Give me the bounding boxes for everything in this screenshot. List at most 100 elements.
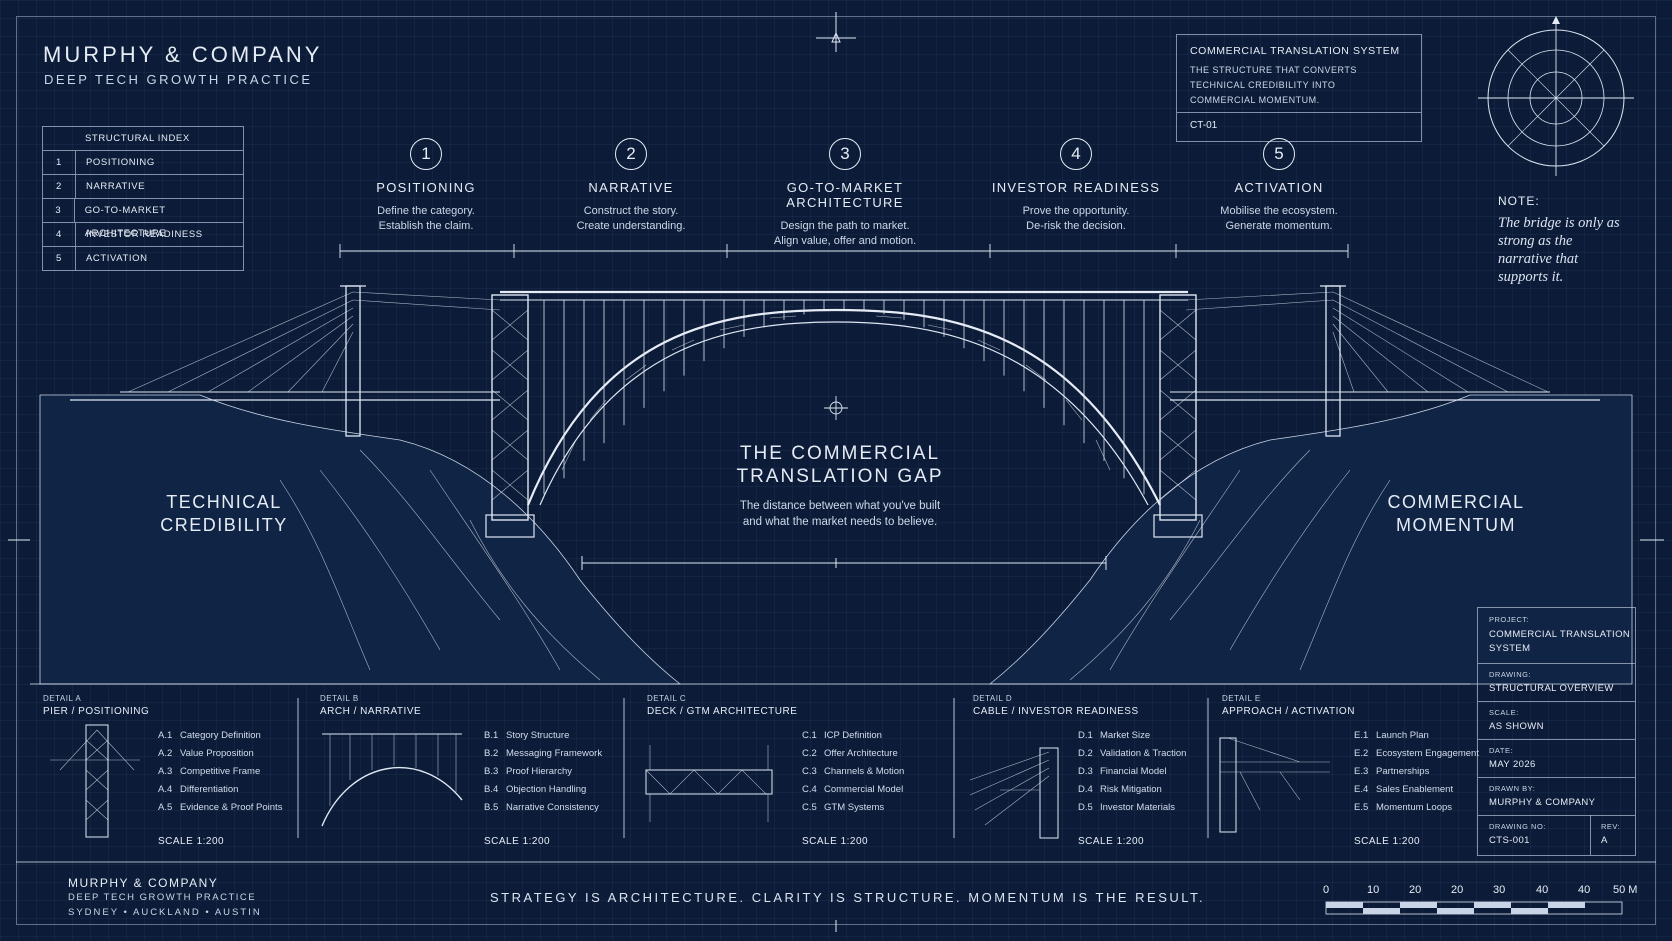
detail-item-text: Momentum Loops bbox=[1376, 802, 1453, 813]
detail-scale: SCALE 1:200 bbox=[158, 836, 225, 847]
detail-item-text: Evidence & Proof Points bbox=[180, 802, 283, 813]
project-label: PROJECT: bbox=[1489, 615, 1530, 624]
system-description: THE STRUCTURE THAT CONVERTS TECHNICAL CR… bbox=[1190, 63, 1357, 108]
deck-dimension-line bbox=[339, 244, 1349, 258]
detail-item-code: C.3 bbox=[802, 766, 817, 777]
detail-item-code: D.5 bbox=[1078, 802, 1093, 813]
detail-item-text: Validation & Traction bbox=[1100, 748, 1187, 759]
system-code: CT-01 bbox=[1190, 120, 1218, 131]
drawing-no-label: DRAWING NO: bbox=[1489, 822, 1546, 831]
right-main-pier bbox=[1153, 294, 1203, 538]
detail-item-code: A.3 bbox=[158, 766, 173, 777]
detail-c-deck-sketch bbox=[645, 745, 773, 822]
stage-line-2: Create understanding. bbox=[576, 220, 686, 232]
left-bank-line-2: CREDIBILITY bbox=[160, 515, 288, 535]
right-bank-label: COMMERCIAL MOMENTUM bbox=[1376, 491, 1536, 537]
detail-item-text: Partnerships bbox=[1376, 766, 1430, 777]
detail-item-text: Ecosystem Engagement bbox=[1376, 748, 1479, 759]
title-block-drawing-no: DRAWING NO: CTS-001 REV: A bbox=[1478, 815, 1635, 855]
rev-value: A bbox=[1601, 835, 1608, 846]
drawing-label: DRAWING: bbox=[1489, 670, 1532, 679]
stage-line-2: De-risk the decision. bbox=[1026, 220, 1126, 232]
date-value: MAY 2026 bbox=[1489, 759, 1536, 770]
detail-item-text: Narrative Consistency bbox=[506, 802, 599, 813]
detail-item-code: C.1 bbox=[802, 730, 817, 741]
stage-number: 3 bbox=[829, 138, 861, 170]
gap-dimension-line bbox=[581, 556, 1107, 570]
index-label: NARRATIVE bbox=[86, 181, 146, 192]
detail-item-text: Channels & Motion bbox=[824, 766, 905, 777]
index-num: 5 bbox=[43, 247, 76, 270]
detail-item-code: C.2 bbox=[802, 748, 817, 759]
detail-e-approach-sketch bbox=[1219, 737, 1330, 833]
left-cliff bbox=[39, 394, 682, 685]
detail-d-cable-sketch bbox=[969, 747, 1059, 839]
detail-a-pier-sketch bbox=[50, 724, 140, 838]
detail-item-code: C.4 bbox=[802, 784, 817, 795]
detail-item-text: ICP Definition bbox=[824, 730, 882, 741]
detail-label: DETAIL C bbox=[647, 694, 687, 703]
scale-bar-tick-label: 20 bbox=[1409, 884, 1422, 896]
scale-bar-tick-label: 0 bbox=[1323, 884, 1330, 896]
stage-line-2: Generate momentum. bbox=[1225, 220, 1333, 232]
title-block-date: DATE: MAY 2026 bbox=[1478, 739, 1635, 778]
detail-item-text: Market Size bbox=[1100, 730, 1151, 741]
detail-scale: SCALE 1:200 bbox=[802, 836, 869, 847]
detail-separators bbox=[16, 683, 1656, 863]
left-main-pier bbox=[485, 294, 535, 538]
note-label: NOTE: bbox=[1498, 194, 1540, 208]
detail-title: DECK / GTM ARCHITECTURE bbox=[647, 706, 798, 717]
gap-description-line-1: The distance between what you've built bbox=[739, 500, 941, 512]
stage-investor-readiness: 4 INVESTOR READINESS Prove the opportuni… bbox=[961, 138, 1191, 234]
detail-item-code: D.2 bbox=[1078, 748, 1093, 759]
scale-label: SCALE: bbox=[1489, 708, 1519, 717]
detail-item-code: A.4 bbox=[158, 784, 173, 795]
index-label: INVESTOR READINESS bbox=[86, 229, 203, 240]
right-cable-tower bbox=[1185, 285, 1549, 437]
detail-item-code: E.5 bbox=[1354, 802, 1369, 813]
stage-title: GO-TO-MARKET ARCHITECTURE bbox=[786, 180, 904, 210]
index-num: 3 bbox=[43, 199, 75, 222]
detail-label: DETAIL D bbox=[973, 694, 1013, 703]
footer-tagline: STRATEGY IS ARCHITECTURE. CLARITY IS STR… bbox=[490, 890, 1206, 905]
stage-line-1: Mobilise the ecosystem. bbox=[1220, 205, 1338, 217]
index-row: 3 GO-TO-MARKET ARCHITECTURE bbox=[43, 199, 243, 239]
detail-title: PIER / POSITIONING bbox=[43, 706, 150, 717]
index-row: 4 INVESTOR READINESS bbox=[43, 223, 243, 247]
detail-title: ARCH / NARRATIVE bbox=[320, 706, 422, 717]
footer-city: SYDNEY bbox=[68, 907, 119, 918]
rev-divider bbox=[1590, 815, 1591, 855]
detail-item-text: Category Definition bbox=[180, 730, 261, 741]
approach-decks bbox=[70, 391, 1600, 401]
right-bank-line-2: MOMENTUM bbox=[1396, 515, 1516, 535]
detail-item-code: B.2 bbox=[484, 748, 499, 759]
stage-title: ACTIVATION bbox=[1234, 180, 1324, 195]
detail-label: DETAIL E bbox=[1222, 694, 1261, 703]
system-info-box: COMMERCIAL TRANSLATION SYSTEM THE STRUCT… bbox=[1176, 34, 1422, 142]
detail-item-code: B.3 bbox=[484, 766, 499, 777]
detail-item-text: Offer Architecture bbox=[824, 748, 898, 759]
index-num: 4 bbox=[43, 223, 76, 246]
index-label: GO-TO-MARKET ARCHITECTURE bbox=[84, 205, 167, 239]
project-value-line-1: COMMERCIAL TRANSLATION bbox=[1489, 629, 1631, 640]
main-arch bbox=[526, 308, 1161, 506]
stage-line-1: Design the path to market. bbox=[780, 220, 910, 232]
registration-marks bbox=[8, 12, 1664, 932]
index-label: POSITIONING bbox=[86, 157, 155, 168]
main-deck bbox=[500, 290, 1188, 301]
right-bank-line-1: COMMERCIAL bbox=[1387, 492, 1525, 512]
detail-item-text: Objection Handling bbox=[506, 784, 587, 795]
footer-city: AUSTIN bbox=[214, 907, 262, 918]
detail-item-code: B.1 bbox=[484, 730, 499, 741]
gap-description-line-2: and what the market needs to believe. bbox=[742, 516, 938, 528]
stage-number: 5 bbox=[1263, 138, 1295, 170]
detail-item-code: C.5 bbox=[802, 802, 817, 813]
detail-label: DETAIL A bbox=[43, 694, 82, 703]
stage-line-1: Define the category. bbox=[377, 205, 475, 217]
detail-title: APPROACH / ACTIVATION bbox=[1222, 706, 1355, 717]
detail-item-text: Launch Plan bbox=[1376, 730, 1429, 741]
detail-item-text: Risk Mitigation bbox=[1100, 784, 1162, 795]
